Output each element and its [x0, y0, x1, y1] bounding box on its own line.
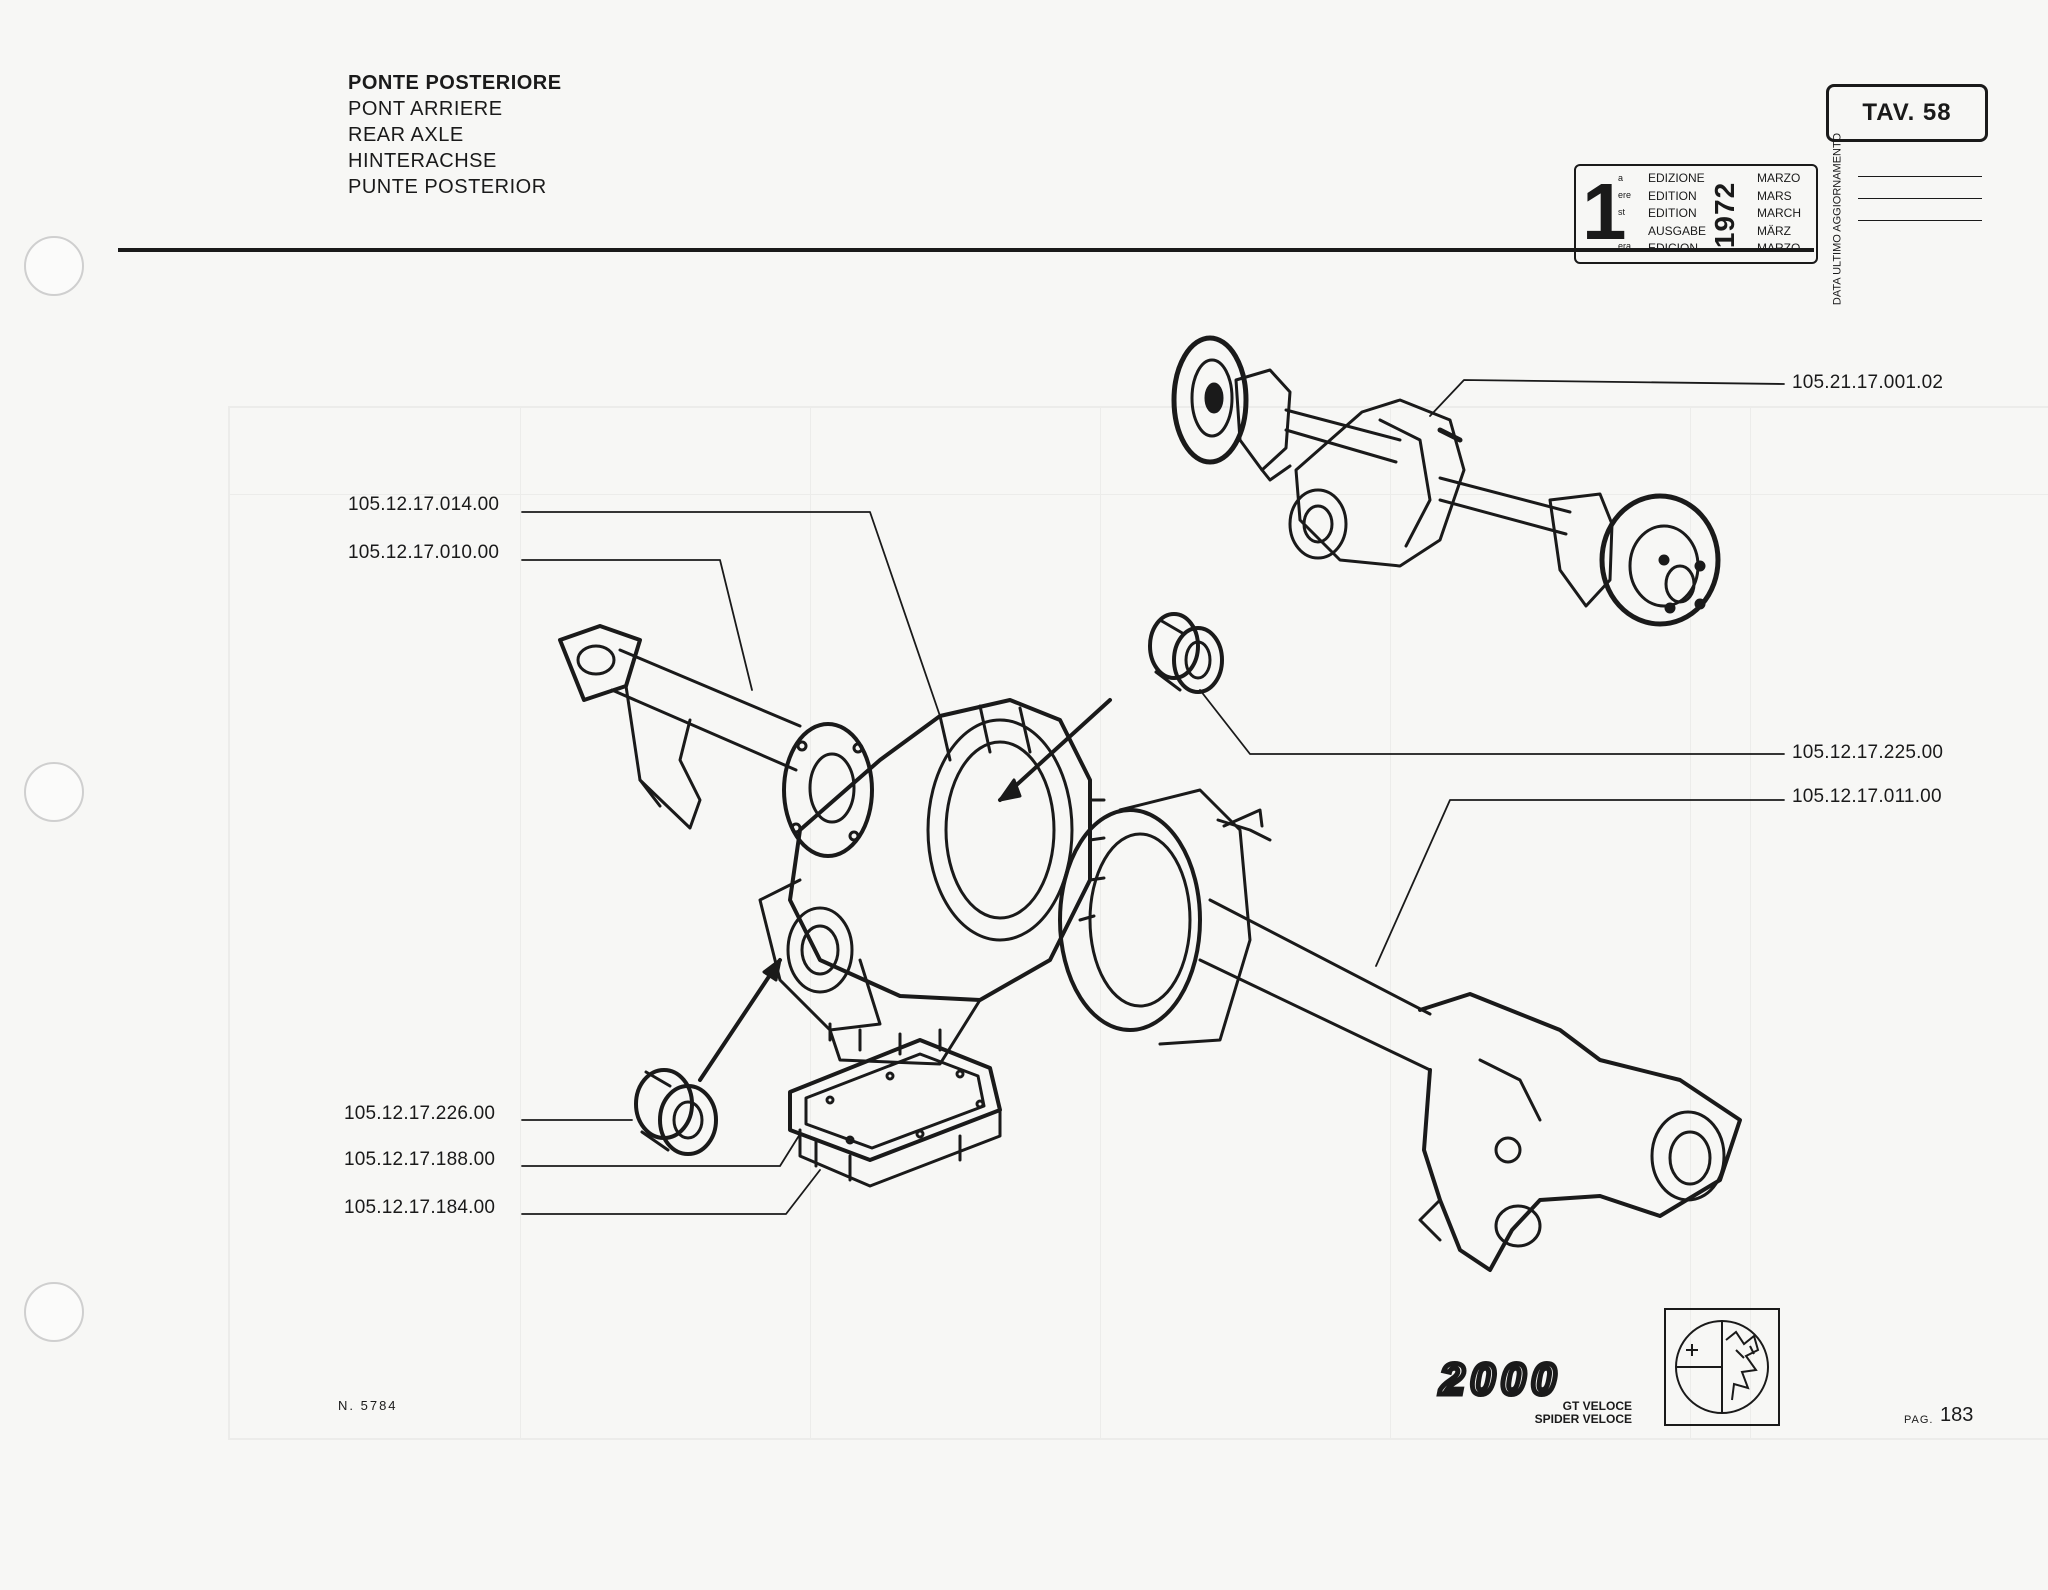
part-number-axle-assembly: 105.21.17.001.02: [1792, 372, 1944, 393]
part-number-cover: 105.12.17.184.00: [344, 1197, 496, 1218]
update-line: [1858, 198, 1982, 199]
header-rule: [118, 248, 1814, 252]
binder-hole: [24, 762, 84, 822]
title-italian: PONTE POSTERIORE: [348, 72, 562, 94]
part-number-differential-housing: 105.12.17.014.00: [348, 494, 500, 515]
edition-suffixes: a ere st . era: [1618, 170, 1631, 255]
title-english: REAR AXLE: [348, 124, 464, 146]
edition-word: EDITION: [1648, 206, 1697, 220]
title-french: PONT ARRIERE: [348, 98, 503, 120]
sheet-number: N. 5784: [338, 1398, 398, 1413]
ghost-col: [1100, 408, 1101, 1438]
bleed-through-table: [228, 406, 2048, 1440]
edition-words: EDIZIONE EDITION EDITION AUSGABE EDICION: [1648, 170, 1706, 258]
left-axle-tube-illustration: [558, 624, 874, 858]
ghost-col: [810, 408, 811, 1438]
table-reference-box: TAV. 58: [1826, 84, 1988, 142]
emblem-drawing: [1675, 1320, 1769, 1414]
ghost-col: [1750, 408, 1751, 1438]
ghost-row: [230, 494, 2048, 495]
oil-seal-upper-illustration: [1148, 612, 1224, 694]
part-number-lower-seal: 105.12.17.226.00: [344, 1103, 496, 1124]
binder-hole: [24, 236, 84, 296]
edition-word: EDIZIONE: [1648, 171, 1705, 185]
ghost-col: [520, 408, 521, 1438]
edition-number: 1: [1582, 167, 1627, 256]
part-number-right-tube: 105.12.17.011.00: [1792, 786, 1942, 807]
edition-word: AUSGABE: [1648, 223, 1707, 238]
complete-axle-illustration: [1171, 335, 1721, 627]
edition-suffix: a: [1618, 173, 1624, 183]
leader-lines: [521, 379, 1785, 1215]
edition-month: MARCH: [1757, 206, 1801, 220]
binder-hole: [24, 1282, 84, 1342]
right-axle-tube-illustration: [1058, 788, 1742, 1272]
ghost-col: [1390, 408, 1391, 1438]
model-names: GT VELOCE SPIDER VELOCE: [1520, 1400, 1632, 1426]
alfa-romeo-emblem: [1664, 1308, 1780, 1426]
page-number: 183: [1940, 1404, 1974, 1426]
edition-suffix: ere: [1618, 190, 1632, 200]
title-spanish: PUNTE POSTERIOR: [348, 176, 547, 198]
edition-word: EDITION: [1648, 188, 1697, 203]
gasket-and-cover-illustration: [788, 1038, 1002, 1188]
model-gt-veloce: GT VELOCE: [1562, 1399, 1632, 1413]
edition-month: MÄRZ: [1757, 223, 1791, 238]
model-2000-logo: 2000: [1437, 1356, 1562, 1402]
page-label: PAG.: [1904, 1414, 1934, 1426]
title-german: HINTERACHSE: [348, 150, 497, 172]
update-line: [1858, 220, 1982, 221]
part-number-gasket: 105.12.17.188.00: [344, 1149, 496, 1170]
model-spider-veloce: SPIDER VELOCE: [1534, 1412, 1632, 1426]
edition-box: [1574, 164, 1818, 264]
update-line: [1858, 176, 1982, 177]
edition-month: MARS: [1757, 188, 1792, 203]
edition-suffix: .: [1618, 224, 1621, 234]
edition-suffix: st: [1618, 207, 1626, 217]
ghost-col: [1690, 408, 1691, 1438]
differential-housing-illustration: [758, 698, 1112, 1066]
oil-seal-lower-illustration: [634, 958, 782, 1156]
edition-month: MARZO: [1757, 171, 1801, 185]
edition-suffix: era: [1618, 241, 1632, 251]
model-logo-text: 2000: [1439, 1356, 1562, 1402]
part-number-upper-seal: 105.12.17.225.00: [1792, 742, 1944, 763]
part-number-left-tube: 105.12.17.010.00: [348, 542, 500, 563]
title-block: PONTE POSTERIORE PONT ARRIERE REAR AXLE …: [348, 70, 562, 200]
